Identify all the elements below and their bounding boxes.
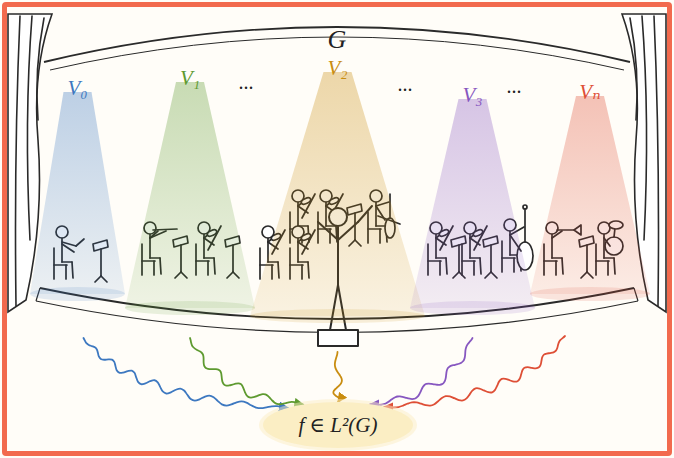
- spotlight-group: V₂: [250, 54, 425, 352]
- spotlight-cone: [30, 74, 125, 338]
- ellipsis: ...: [239, 71, 254, 94]
- podium: [318, 330, 358, 346]
- ellipsis: ...: [398, 73, 413, 96]
- sketch-line: [259, 248, 261, 279]
- wavy-arrow: [84, 338, 288, 408]
- wavy-arrow: [384, 336, 565, 408]
- spotlight-cone: [125, 64, 255, 338]
- wavy-arrow: [190, 338, 303, 405]
- wavy-arrow: [333, 352, 342, 402]
- sketch-line: [524, 209, 526, 242]
- light-beam: [125, 82, 255, 308]
- spotlight-cone: [410, 81, 535, 338]
- group-label: V₂: [327, 56, 347, 80]
- function-ellipse: f ∈ L²(G): [263, 402, 413, 448]
- group-label: V₀: [67, 76, 87, 100]
- light-beam: [250, 72, 425, 316]
- ellipse-fill: [263, 402, 413, 448]
- scroll: [523, 205, 527, 209]
- spotlight-cone: [530, 78, 650, 336]
- light-pool: [30, 287, 125, 301]
- spotlight-group: V₀: [30, 74, 125, 338]
- group-label: V₃: [462, 83, 482, 107]
- spotlight-cone: [250, 54, 425, 352]
- ellipse-glow: [259, 399, 417, 451]
- spotlight-group: Vₙ: [530, 78, 650, 336]
- spotlight-group: V₃: [410, 81, 535, 338]
- light-pool: [250, 309, 425, 323]
- function-label: f ∈ L²(G): [298, 413, 377, 438]
- light-beam: [530, 96, 650, 294]
- light-beam: [410, 99, 535, 308]
- spotlight-group: V₁: [125, 64, 255, 338]
- light-pool: [410, 301, 535, 315]
- ellipsis: ...: [507, 75, 522, 98]
- light-pool: [530, 287, 650, 301]
- light-beam: [30, 92, 125, 294]
- group-label: V₁: [180, 66, 200, 90]
- group-label: Vₙ: [579, 80, 600, 104]
- group-name: G: [328, 25, 347, 55]
- light-pool: [125, 301, 255, 315]
- wavy-arrow: [370, 338, 472, 405]
